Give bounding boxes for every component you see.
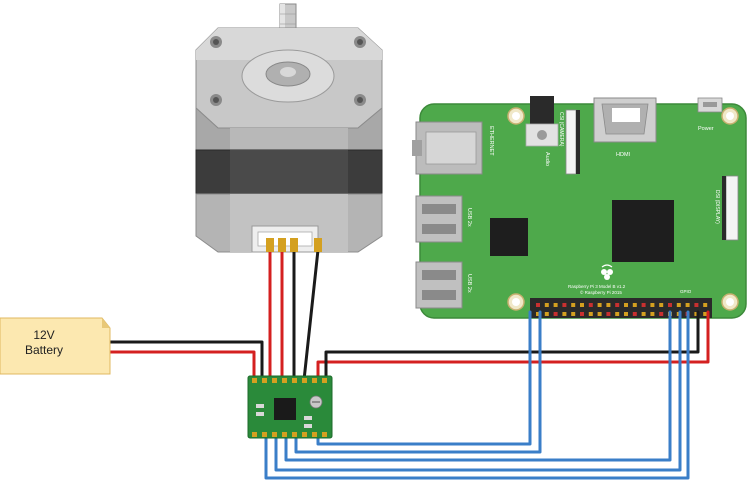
driver-pin [252,378,257,383]
driver-pin [292,378,297,383]
driver-pin [262,432,267,437]
power-port [697,97,723,113]
gpio-pin [641,303,646,307]
usb-port-top [415,195,463,243]
battery: 12V Battery [0,317,111,375]
gpio-pin [571,312,576,316]
gpio-label: GPIO [680,289,692,294]
stepper-driver-board [247,375,333,439]
stepper-motor [195,3,383,253]
display-label: DSI (DISPLAY) [714,190,720,224]
wire-blue-1 [264,310,690,480]
gpio-pin [624,312,628,316]
usb-bottom-label: USB 2x [466,274,472,293]
soc-chip [612,200,674,262]
gpio-pin [597,303,602,307]
driver-pin [292,432,297,437]
gpio-pin [659,303,664,307]
csi-camera-connector [565,109,580,175]
gpio-pin [536,303,540,307]
model-label-line2: © Raspberry Pi 2015 [580,289,622,295]
usb-port-bottom [415,261,463,309]
gpio-pin [659,312,664,316]
gpio-pin [562,303,567,307]
usb-top-label: USB 2x [466,208,472,227]
driver-pin [302,378,307,383]
gpio-pin [597,312,602,316]
driver-pin [322,378,327,383]
wire-motor-black-2 [302,248,320,382]
raspberry-logo [601,264,613,280]
dsi-display-connector [722,175,739,241]
gpio-pin [703,312,708,316]
driver-header-pins [252,378,327,437]
wire-pi-black [324,310,700,382]
battery-label-voltage: 12V [33,328,54,342]
driver-pin [272,378,277,383]
wire-blue-3 [284,310,672,462]
wire-blue-5 [316,310,532,446]
audio-label: Audio [544,152,550,166]
gpio-pin [668,303,672,307]
gpio-pin [553,303,558,307]
gpio-pin [615,303,620,307]
gpio-pin [676,303,681,307]
gpio-pin [632,303,637,307]
raspberry-pi-board: ETHERNET USB 2x USB 2x Audio CSI (CAMERA… [412,96,747,319]
driver-chip [274,398,296,420]
hdmi-label: HDMI [616,152,631,158]
model-label-line1: Raspberry Pi 3 Model B v1.2 [568,284,626,289]
driver-pin [312,432,317,437]
gpio-pin [580,303,584,307]
ethernet-port [412,121,483,175]
gpio-pin [571,303,576,307]
gpio-pin [606,312,611,316]
ethernet-label: ETHERNET [488,126,494,156]
gpio-pin [588,303,593,307]
power-label: Power [698,126,714,132]
wire-pi-red [316,310,710,382]
gpio-pin [553,312,558,316]
gpio-pin [580,312,584,316]
audio-jack [525,96,559,147]
battery-label-name: Battery [25,343,63,357]
camera-label: CSI (CAMERA) [558,112,564,147]
driver-pin [272,432,277,437]
battery-body [0,317,111,375]
driver-pin [302,432,307,437]
driver-pin [262,378,267,383]
gpio-pin [544,303,549,307]
driver-pin [282,432,287,437]
wire-blue-2 [274,310,682,472]
gpio-pin [694,312,699,316]
wire-blue-4 [294,310,542,454]
gpio-pin [641,312,646,316]
wire-battery-black [108,340,264,382]
gpio-pin [606,303,611,307]
gpio-pin [685,303,690,307]
gpio-pin [650,312,655,316]
wires [108,238,710,480]
gpio-pin [562,312,567,316]
hdmi-port [593,97,657,143]
driver-pin [252,432,257,437]
gpio-pin [650,303,655,307]
gpio-pin [624,303,628,307]
gpio-pin [703,303,708,307]
driver-pin [312,378,317,383]
driver-pin [322,432,327,437]
gpio-pin [588,312,593,316]
gpio-pin [615,312,620,316]
gpio-header [530,298,712,318]
gpio-pin [632,312,637,316]
gpio-pin [536,312,540,316]
gpio-pin [694,303,699,307]
usb-controller-chip [490,218,528,256]
driver-pin [282,378,287,383]
gpio-pin [544,312,549,316]
wire-battery-red [108,350,256,382]
